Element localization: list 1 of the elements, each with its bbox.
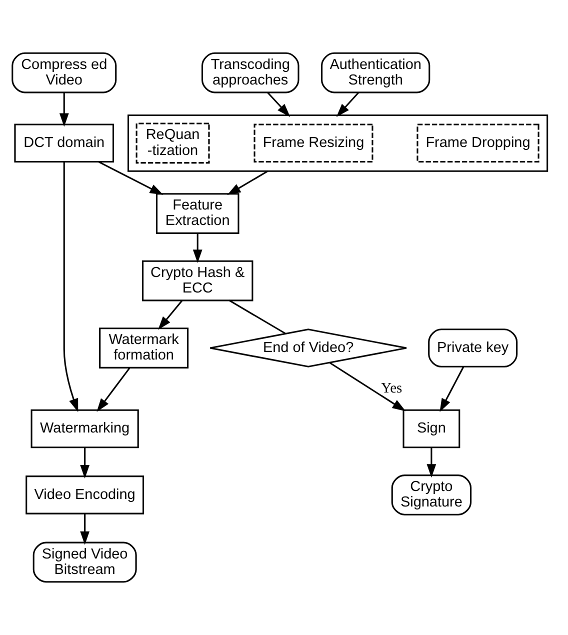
edge-label: Yes [381, 380, 402, 397]
